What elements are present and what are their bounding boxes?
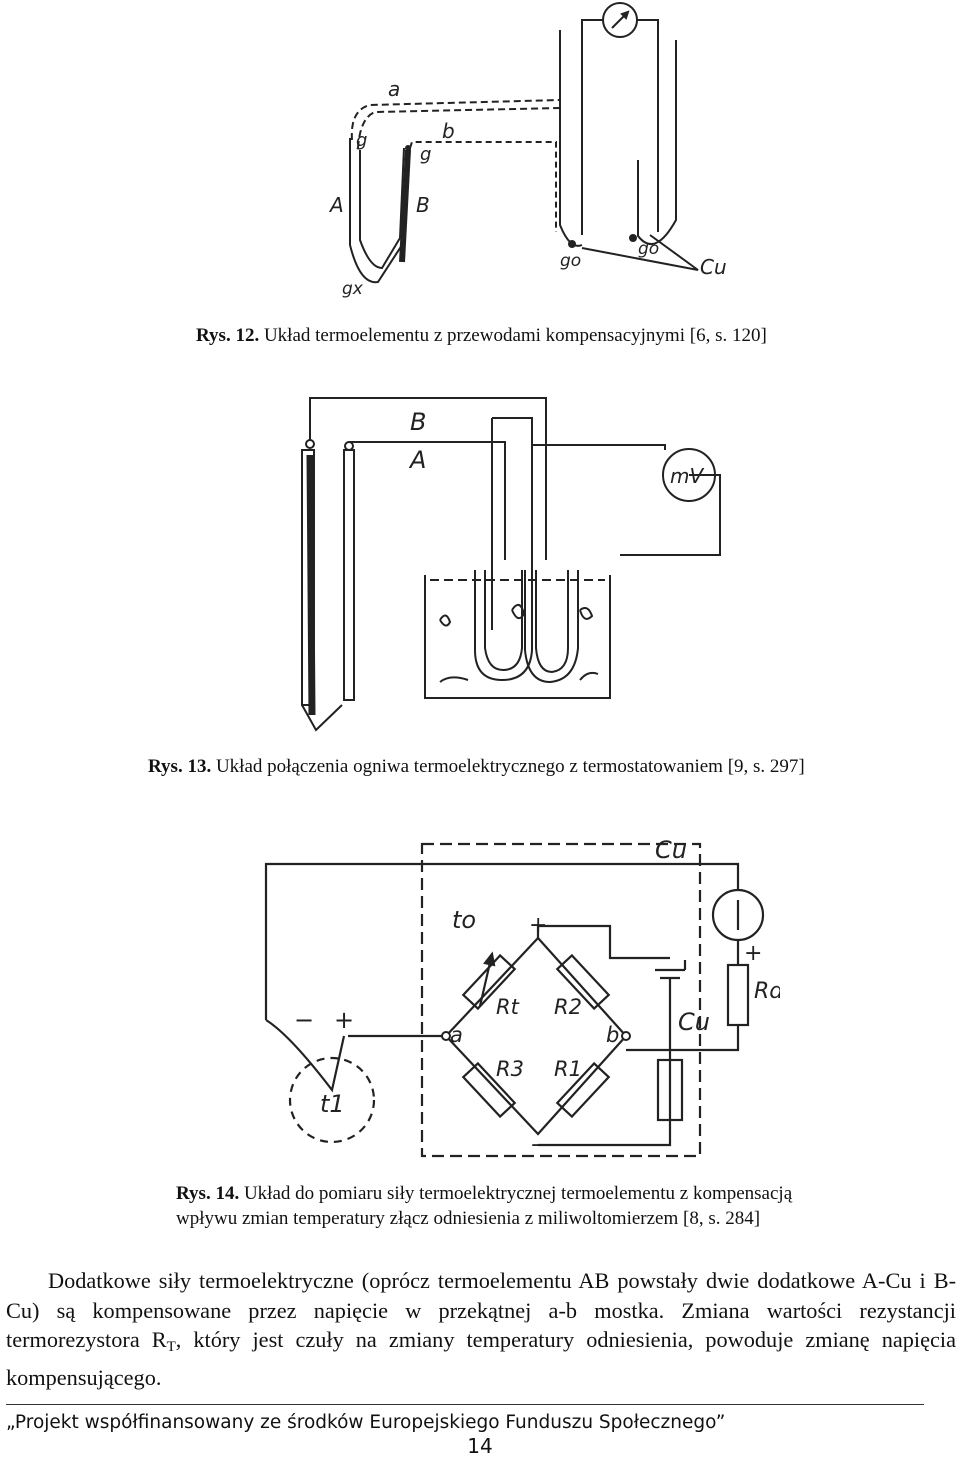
fig14-label-plus-rd: +	[744, 941, 762, 966]
fig12-label-cu: Cu	[700, 255, 727, 279]
fig12-label-a: a	[388, 77, 400, 101]
fig12-label-go2: go	[638, 239, 659, 259]
paragraph-part1: Dodatkowe siły termoelektryczne (oprócz …	[6, 1268, 956, 1352]
fig14-label-minus-bottom: −	[530, 1133, 548, 1158]
fig14-label-r2: R2	[554, 995, 582, 1019]
footer-divider	[6, 1404, 924, 1405]
millivoltmeter-icon	[662, 448, 716, 502]
fig12-label-g1: g	[356, 130, 367, 151]
fig12-label-go: go	[560, 251, 581, 271]
fig12-label-A: A	[328, 193, 344, 217]
fig12-label-gx: gx	[342, 279, 364, 299]
fig12-label-B: B	[416, 193, 430, 217]
body-paragraph: Dodatkowe siły termoelektryczne (oprócz …	[6, 1266, 956, 1392]
fig14-label-a: a	[450, 1023, 463, 1047]
fig14-label-r3: R3	[496, 1057, 524, 1081]
figure-12-diagram: a b g g A B gx go go Cu	[328, 2, 727, 299]
figure-12-caption: Rys. 12. Układ termoelementu z przewodam…	[196, 323, 767, 348]
fig14-label-t0: to	[452, 906, 476, 934]
resistor-rd	[726, 963, 750, 1027]
fig14-label-cu-top: Cu	[655, 836, 687, 864]
fig14-label-rt: Rt	[496, 995, 520, 1019]
fig14-label-plus-left: +	[334, 1006, 354, 1034]
fig14-label-plus-top: +	[529, 913, 547, 938]
figure-12-text: Układ termoelementu z przewodami kompens…	[263, 325, 767, 346]
figure-14-caption: Rys. 14. Układ do pomiaru siły termoelek…	[176, 1181, 792, 1231]
footer-text: „Projekt współfinansowany ze środków Eur…	[6, 1412, 726, 1433]
figure-12-number: Rys. 12.	[196, 325, 260, 346]
fig14-label-b: b	[606, 1023, 619, 1047]
page-number: 14	[467, 1434, 493, 1458]
fig12-label-g2: g	[420, 144, 431, 165]
fig13-label-A: A	[408, 446, 426, 474]
fig14-label-t1: t1	[320, 1090, 345, 1118]
figure-13-text: Układ połączenia ogniwa termoelektryczne…	[215, 756, 805, 777]
figure-14-text-line2: wpływu zmian temperatury złącz odniesien…	[176, 1208, 761, 1229]
figure-14-number: Rys. 14.	[176, 1183, 240, 1204]
figure-13-number: Rys. 13.	[148, 756, 212, 777]
figure-13-diagram: B A mV	[301, 397, 721, 732]
fig14-label-rd: Rd	[754, 979, 780, 1004]
fig12-label-b: b	[442, 119, 455, 143]
figure-13-caption: Rys. 13. Układ połączenia ogniwa termoel…	[148, 754, 805, 779]
fig13-label-B: B	[410, 408, 426, 436]
paragraph-part2: , który jest czuły na zmiany temperatury…	[6, 1327, 956, 1390]
figure-14-text-line1: Układ do pomiaru siły termoelektrycznej …	[243, 1183, 793, 1204]
fig13-label-mv: mV	[670, 464, 704, 488]
fig14-label-minus-left: −	[294, 1006, 314, 1034]
resistor-right	[656, 1058, 684, 1122]
fig14-label-cu-right: Cu	[678, 1008, 710, 1036]
figure-14-diagram: Cu Cu to t1 Rt R2 R3 R1 Rd a b + − − + +	[264, 836, 780, 1158]
paragraph-subscript: T	[166, 1339, 176, 1355]
fig14-label-r1: R1	[554, 1057, 582, 1081]
